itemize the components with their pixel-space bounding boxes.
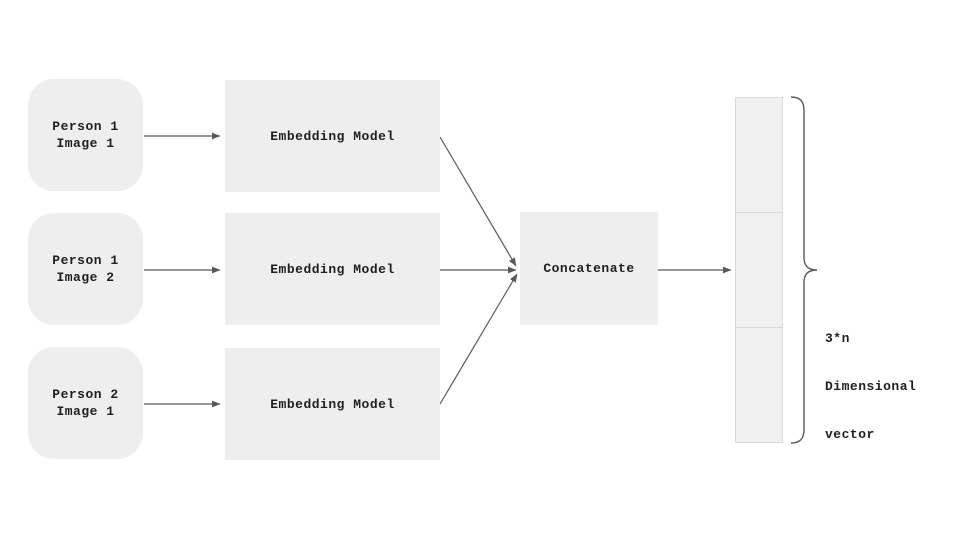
vector-segment: [736, 213, 782, 328]
output-label-line1: 3*n: [825, 331, 850, 346]
arrow-embed1-to-concat: [439, 136, 517, 267]
arrow-embed3-to-concat: [439, 273, 518, 405]
concatenate-label: Concatenate: [543, 261, 635, 276]
vector-segment: [736, 328, 782, 442]
embedding-model-box-1: Embedding Model: [225, 80, 440, 192]
input-label-line1: Person 2: [52, 387, 119, 402]
input-label-line1: Person 1: [52, 119, 119, 134]
concatenate-box: Concatenate: [520, 212, 658, 325]
vector-segment: [736, 98, 782, 213]
embedding-model-label: Embedding Model: [270, 396, 395, 412]
input-label-line2: Image 1: [56, 136, 115, 151]
input-box-person1-image1: Person 1 Image 1: [28, 79, 143, 191]
output-label-line3: vector: [825, 427, 875, 442]
curly-brace: [790, 96, 818, 444]
output-label-line2: Dimensional: [825, 379, 917, 394]
input-box-person1-image2: Person 1 Image 2: [28, 213, 143, 325]
input-label-line2: Image 2: [56, 270, 115, 285]
input-box-person2-image1: Person 2 Image 1: [28, 347, 143, 459]
embedding-model-box-3: Embedding Model: [225, 348, 440, 460]
embedding-model-label: Embedding Model: [270, 128, 395, 144]
embedding-model-label: Embedding Model: [270, 261, 395, 277]
input-label-line1: Person 1: [52, 253, 119, 268]
embedding-model-box-2: Embedding Model: [225, 213, 440, 325]
output-vector-label: 3*n Dimensional vector: [825, 299, 916, 475]
output-vector: [735, 97, 783, 443]
input-label-line2: Image 1: [56, 404, 115, 419]
